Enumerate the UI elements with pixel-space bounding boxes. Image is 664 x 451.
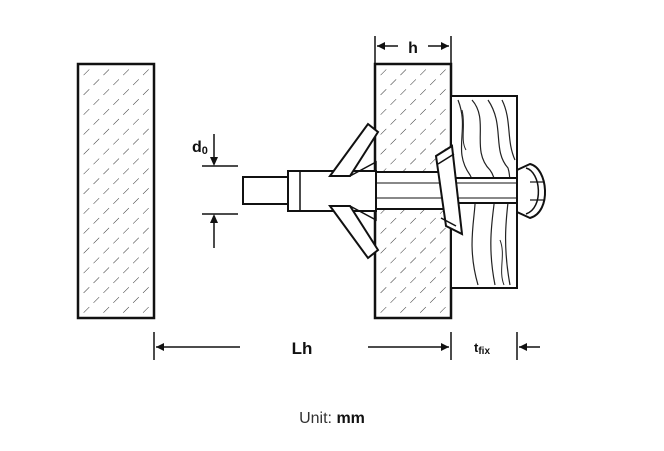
label-d0: d0 (192, 139, 208, 157)
unit-value: mm (336, 410, 365, 427)
dimension-tfix: tfix (474, 332, 540, 360)
anchor-collar (434, 144, 464, 236)
label-lh: Lh (292, 339, 313, 358)
expansion-wing-lower (328, 205, 380, 260)
expansion-wing-upper (328, 122, 380, 177)
unit-label: Unit: (299, 410, 332, 427)
label-h: h (408, 40, 418, 57)
dimension-lh: Lh (153, 332, 452, 360)
dimension-h: h (374, 36, 452, 64)
dimension-d0: d0 (192, 134, 238, 248)
screw-head (516, 162, 546, 220)
unit-note: Unit: mm (0, 410, 664, 428)
label-tfix: tfix (474, 340, 490, 357)
anchor-sleeve (242, 170, 518, 212)
left-wall-block (76, 62, 156, 320)
